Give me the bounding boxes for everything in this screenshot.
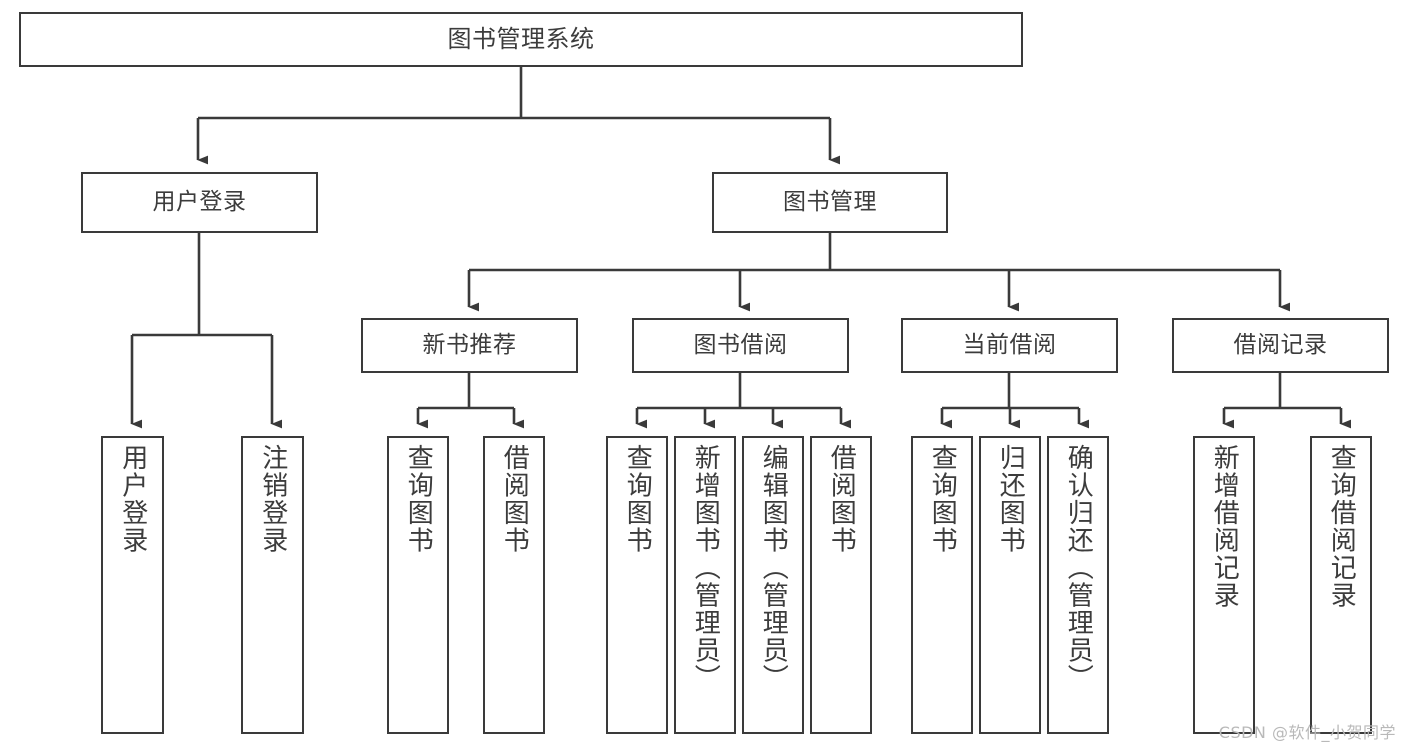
node-label: 图书管理系统 — [447, 25, 595, 54]
node-label: 归还图书 — [995, 444, 1026, 554]
node-label: 用户登录 — [152, 188, 247, 215]
node-label: 借阅图书 — [499, 444, 530, 554]
node-label: 借阅图书 — [826, 444, 857, 554]
leaf-borrow-query-book[interactable]: 查询图书 — [606, 436, 668, 734]
leaf-recommend-borrow-book[interactable]: 借阅图书 — [483, 436, 545, 734]
node-user-login[interactable]: 用户登录 — [81, 172, 318, 233]
leaf-borrow-borrow-book[interactable]: 借阅图书 — [810, 436, 872, 734]
node-label: 新增借阅记录 — [1209, 444, 1240, 609]
leaf-current-return-book[interactable]: 归还图书 — [979, 436, 1041, 734]
leaf-recommend-query-book[interactable]: 查询图书 — [387, 436, 449, 734]
leaf-user-login-signin[interactable]: 用户登录 — [101, 436, 164, 734]
node-label: 注销登录 — [257, 444, 288, 554]
node-new-book-recommend[interactable]: 新书推荐 — [361, 318, 578, 373]
leaf-record-add-record[interactable]: 新增借阅记录 — [1193, 436, 1255, 734]
leaf-current-query-book[interactable]: 查询图书 — [911, 436, 973, 734]
node-label: 图书管理 — [783, 188, 877, 215]
leaf-borrow-add-book-admin[interactable]: 新增图书（管理员） — [674, 436, 736, 734]
node-label: 查询图书 — [403, 444, 434, 554]
node-label: 借阅记录 — [1233, 331, 1328, 358]
node-borrow-record[interactable]: 借阅记录 — [1172, 318, 1389, 373]
node-label: 查询图书 — [622, 444, 653, 554]
node-label: 查询图书 — [927, 444, 958, 554]
node-label: 新书推荐 — [422, 331, 517, 358]
leaf-user-login-signout[interactable]: 注销登录 — [241, 436, 304, 734]
node-label: 编辑图书（管理员） — [758, 444, 789, 692]
node-book-borrow[interactable]: 图书借阅 — [632, 318, 849, 373]
leaf-borrow-edit-book-admin[interactable]: 编辑图书（管理员） — [742, 436, 804, 734]
node-label: 确认归还（管理员） — [1063, 444, 1094, 692]
watermark-text: CSDN @软件_小贺同学 — [1218, 723, 1396, 742]
node-root-system[interactable]: 图书管理系统 — [19, 12, 1023, 67]
leaf-current-confirm-return-admin[interactable]: 确认归还（管理员） — [1047, 436, 1109, 734]
node-label: 图书借阅 — [693, 331, 788, 358]
node-current-borrow[interactable]: 当前借阅 — [901, 318, 1118, 373]
node-label: 查询借阅记录 — [1326, 444, 1357, 609]
leaf-record-query-record[interactable]: 查询借阅记录 — [1310, 436, 1372, 734]
node-label: 用户登录 — [117, 444, 148, 554]
node-label: 新增图书（管理员） — [690, 444, 721, 692]
node-label: 当前借阅 — [962, 331, 1057, 358]
node-book-management[interactable]: 图书管理 — [712, 172, 948, 233]
